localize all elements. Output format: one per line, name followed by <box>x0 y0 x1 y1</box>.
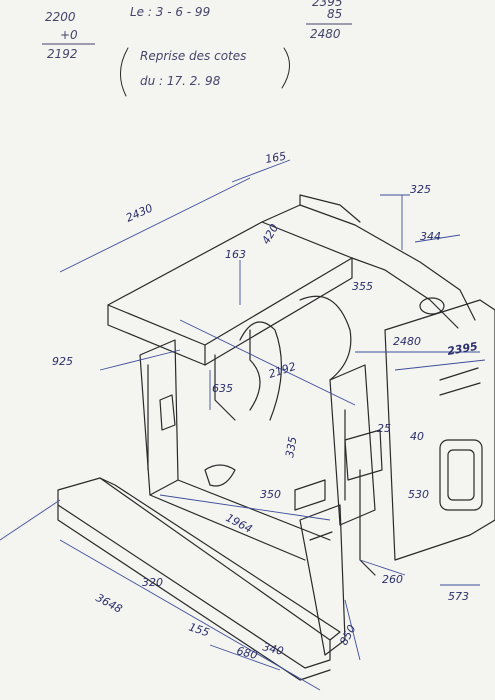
panel-window-inner <box>447 449 475 501</box>
front-beam-lower-face <box>57 504 331 681</box>
dim-2395: 2395 <box>446 340 479 358</box>
dim-530: 530 <box>408 488 429 501</box>
right-side-member <box>329 364 376 526</box>
dim-2192: 2192 <box>267 360 298 381</box>
dimline-344 <box>414 234 461 243</box>
front-leg-brace <box>309 531 333 541</box>
lower-crossbar-top <box>149 494 306 561</box>
inner-arch-mid <box>299 295 352 381</box>
dimline-850 <box>344 599 361 661</box>
dim-40: 40 <box>410 430 424 443</box>
date-note: Le : 3 - 6 - 99 <box>130 5 210 19</box>
dim-165: 165 <box>264 150 287 166</box>
dim-320: 320 <box>142 576 163 589</box>
dimline-925 <box>99 349 181 371</box>
calc-right-mid: 85 <box>327 7 342 21</box>
panel-slot-bottom <box>439 382 481 396</box>
left-bracket <box>159 394 176 431</box>
note-line-1: Reprise des cotes <box>140 49 246 63</box>
dimension-labels: 165 325 2430 420 344 163 355 925 635 219… <box>52 150 479 662</box>
tow-hook <box>204 464 236 487</box>
calc-left-mid: +0 <box>60 28 78 42</box>
panel-slot-top <box>439 367 479 381</box>
left-side-rail <box>139 339 179 496</box>
calc-right-top: 2395 <box>312 0 343 9</box>
inner-arch-left <box>239 321 282 421</box>
front-beam-top-edge <box>99 477 341 641</box>
dimline-2430 <box>59 177 251 273</box>
dim-3648: 3648 <box>94 591 125 616</box>
dim-260: 260 <box>382 573 403 586</box>
dim-335: 335 <box>283 436 299 459</box>
dim-635: 635 <box>212 382 233 395</box>
dim-350: 350 <box>260 488 281 501</box>
dimline-260 <box>359 559 406 576</box>
pillar-a <box>214 354 236 421</box>
inner-rail <box>351 257 459 329</box>
dim-163: 163 <box>225 248 246 261</box>
rear-top-plate <box>107 221 353 346</box>
dim-850: 850 <box>337 623 358 648</box>
rear-plate-front-face <box>107 304 206 366</box>
chassis-frame <box>57 194 495 681</box>
lower-crossbar-bottom <box>177 479 331 541</box>
dimline-2192 <box>179 319 356 406</box>
dim-340: 340 <box>261 640 285 658</box>
dimline-3648 <box>59 539 321 691</box>
dim-325: 325 <box>410 183 431 196</box>
right-panel <box>384 299 495 561</box>
dim-355: 355 <box>352 280 373 293</box>
calc-right-result: 2480 <box>310 27 341 41</box>
calc-left-result: 2192 <box>47 47 78 61</box>
bracket-plate <box>294 479 326 511</box>
note-paren-right <box>281 47 290 89</box>
dim-680: 680 <box>235 644 259 662</box>
dimline-165 <box>231 159 291 183</box>
panel-window <box>439 439 483 511</box>
calc-left-top: 2200 <box>45 10 76 24</box>
dim-925: 925 <box>52 355 73 368</box>
dim-573: 573 <box>448 590 469 603</box>
mount-eye <box>419 297 445 315</box>
pillar-b <box>249 329 261 411</box>
note-paren-left <box>120 47 129 97</box>
rear-plate-side-face <box>204 257 353 366</box>
dimline-1964 <box>159 494 331 521</box>
bracket-top <box>299 194 361 223</box>
front-beam <box>57 477 331 669</box>
dim-420: 420 <box>259 222 281 247</box>
spring-bracket <box>344 429 383 481</box>
dimline-680 <box>209 644 281 671</box>
header-notes: Le : 3 - 6 - 99 2200 +0 2192 2395 85 248… <box>42 0 352 97</box>
note-line-2: du : 17. 2. 98 <box>140 74 221 88</box>
dim-2480: 2480 <box>393 335 421 348</box>
dimension-lines <box>0 159 486 691</box>
dimline-2395 <box>394 359 486 371</box>
dim-344: 344 <box>420 230 441 243</box>
dim-155: 155 <box>187 620 211 639</box>
dimline-3648-start <box>0 499 61 541</box>
front-leg <box>299 504 346 656</box>
dim-2430: 2430 <box>124 201 155 224</box>
dim-25: 25 <box>377 422 391 435</box>
